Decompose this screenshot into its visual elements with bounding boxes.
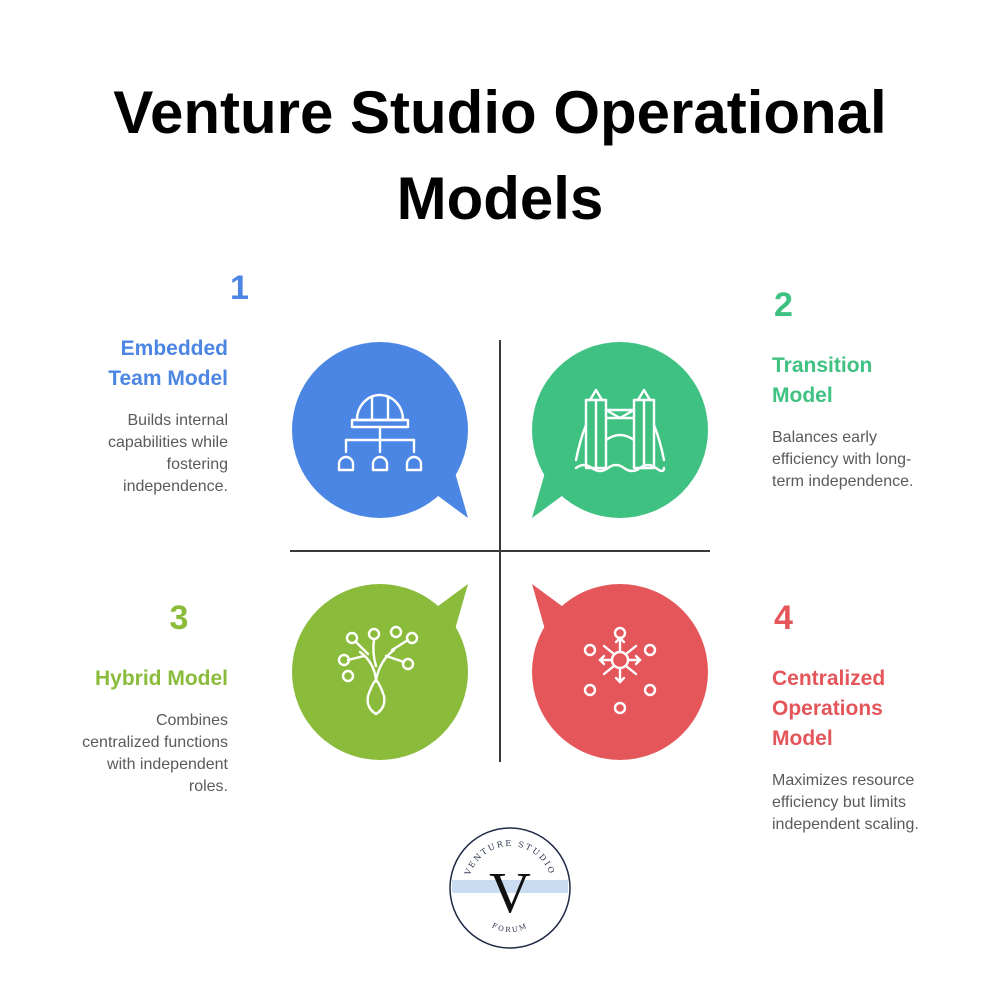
desc-line: term independence. — [772, 473, 914, 490]
desc-line: centralized functions — [82, 734, 228, 751]
desc-line: with independent — [107, 756, 228, 773]
model-2-block: 2 Transition Model Balances early effici… — [772, 285, 962, 493]
model-1-heading-line-1: Embedded — [120, 337, 228, 360]
title-line-2: Models — [396, 165, 604, 232]
model-2-number: 2 — [774, 286, 793, 324]
model-3-bubble — [292, 584, 468, 760]
model-3-number: 3 — [169, 599, 189, 637]
model-3-block: 3 Hybrid Model Combines centralized func… — [40, 598, 228, 798]
model-1-description: Builds internal capabilities while foste… — [40, 410, 228, 498]
desc-line: Combines — [155, 712, 228, 729]
desc-line: independence. — [123, 478, 228, 495]
model-3-heading-line-1: Hybrid Model — [94, 667, 228, 690]
desc-line: Builds internal — [127, 412, 229, 429]
model-4-description: Maximizes resource efficiency but limits… — [772, 770, 962, 836]
central-hub-network-icon — [583, 626, 657, 715]
desc-line: Maximizes resource — [772, 772, 915, 789]
model-1-block: 1 Embedded Team Model Builds internal ca… — [40, 268, 249, 498]
desc-line: Balances early — [772, 429, 877, 446]
title-line-1: Venture Studio Operational — [113, 79, 887, 146]
desc-line: fostering — [166, 456, 228, 473]
logo-letter: V — [489, 860, 531, 925]
model-2-heading-line-2: Model — [772, 384, 833, 407]
desc-line: efficiency but limits — [772, 794, 906, 811]
model-1-number: 1 — [230, 269, 249, 307]
model-4-heading-line-2: Operations — [772, 697, 883, 720]
model-2-heading-line-1: Transition — [772, 354, 873, 377]
venture-studio-forum-logo: VENTURE STUDIO FORUM V — [449, 827, 571, 949]
model-2-bubble — [532, 342, 708, 518]
model-3-description: Combines centralized functions with inde… — [40, 710, 228, 798]
model-4-number: 4 — [774, 599, 793, 637]
hard-hat-hierarchy-icon — [337, 393, 423, 472]
desc-line: independent scaling. — [772, 816, 919, 833]
branching-seed-icon — [337, 625, 419, 716]
model-4-block: 4 Centralized Operations Model Maximizes… — [772, 598, 962, 836]
model-2-description: Balances early efficiency with long- ter… — [772, 427, 962, 493]
desc-line: efficiency with long- — [772, 451, 912, 468]
model-4-heading-line-1: Centralized — [772, 667, 886, 690]
tower-bridge-icon — [574, 388, 666, 473]
model-1-heading-line-2: Team Model — [108, 367, 228, 390]
model-4-heading-line-3: Model — [772, 727, 833, 750]
desc-line: capabilities while — [107, 434, 228, 451]
page-title: Venture Studio Operational Models — [0, 70, 1000, 242]
desc-line: roles. — [188, 778, 228, 795]
